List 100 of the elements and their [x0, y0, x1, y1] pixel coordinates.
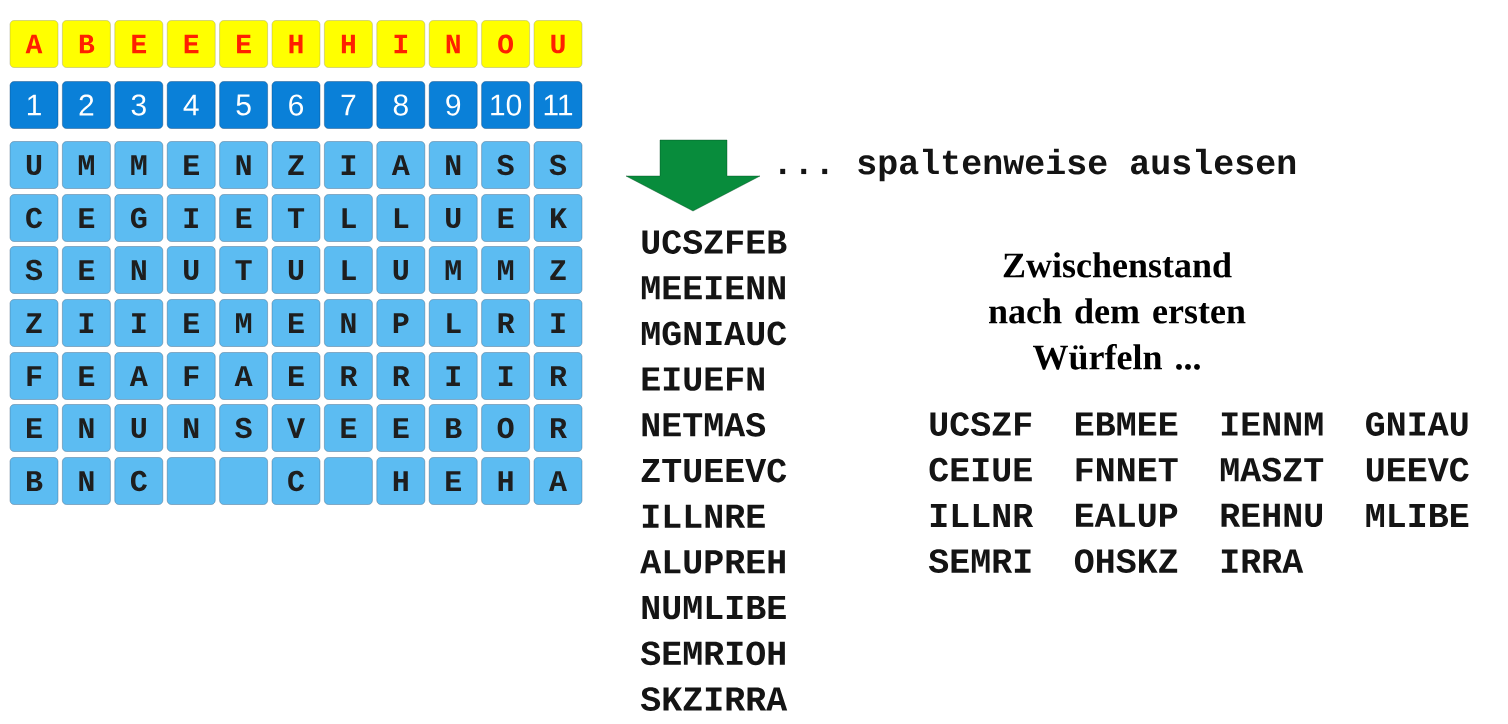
letter-group: MLIBE	[1366, 503, 1469, 527]
grid-cell: E	[9, 404, 59, 452]
grid-cell: E	[62, 352, 111, 400]
grid-cell: I	[429, 352, 478, 400]
column-sequence: SEMRIOH	[640, 641, 785, 666]
column-sequence: MEEIENN	[641, 276, 785, 300]
empty-cell	[167, 457, 216, 505]
column-sequence: ZTUEEVC	[641, 458, 787, 483]
grid-cell: V	[271, 404, 321, 452]
grid-cell: E	[481, 194, 530, 242]
column-sequence: EIUEFN	[642, 367, 764, 391]
column-number-cell: 9	[429, 81, 478, 129]
grid-cell: U	[9, 141, 59, 189]
key-letter-cell: O	[481, 20, 530, 68]
grid-cell: N	[62, 404, 111, 452]
grid-cell: A	[114, 352, 163, 400]
grid-cell: A	[376, 141, 425, 189]
grid-cell: H	[481, 457, 530, 505]
letter-group: UEEVC	[1366, 457, 1469, 482]
grid-cell: Z	[271, 141, 321, 189]
column-number-cell: 7	[324, 81, 373, 129]
grid-cell: N	[429, 141, 478, 189]
key-letter-cell: I	[376, 20, 425, 68]
grid-cell: L	[429, 299, 478, 347]
grid-cell: L	[376, 194, 425, 242]
column-number-cell: 4	[167, 81, 216, 129]
grid-cell: T	[219, 246, 268, 294]
column-number-cell: 6	[271, 81, 321, 129]
column-sequence: ILLNRE	[642, 504, 765, 528]
grid-cell: U	[114, 404, 163, 452]
letter-group: CEIUE	[929, 457, 1032, 482]
grid-cell: Z	[9, 299, 59, 347]
letter-group: IENNM	[1221, 412, 1323, 436]
grid-cell: C	[271, 457, 321, 505]
grid-cell: S	[481, 141, 530, 189]
grid-cell: A	[219, 352, 268, 400]
grid-cell: I	[62, 299, 111, 347]
grid-cell: A	[533, 457, 583, 505]
grid-cell: S	[533, 141, 583, 189]
grid-cell: S	[9, 246, 59, 294]
grid-cell: U	[271, 246, 321, 294]
grid-cell: T	[271, 194, 321, 242]
letter-group: EALUP	[1076, 503, 1178, 528]
grid-cell: S	[219, 404, 268, 452]
grid-cell: R	[533, 404, 583, 452]
grid-cell: M	[219, 299, 268, 347]
grid-cell: M	[429, 246, 478, 294]
letter-group: IRRA	[1221, 549, 1304, 573]
grid-cell: E	[62, 194, 111, 242]
column-sequence: NETMAS	[642, 412, 766, 437]
grid-cell: L	[324, 194, 373, 242]
column-number-cell: 2	[62, 81, 111, 129]
grid-cell: C	[9, 194, 59, 242]
grid-cell: E	[376, 404, 425, 452]
instruction-text: ... spaltenweise auslesen	[780, 148, 1296, 182]
letter-group: UCSZF	[930, 412, 1032, 436]
grid-cell: N	[324, 299, 373, 347]
column-number-cell: 3	[114, 81, 163, 129]
grid-cell: O	[481, 404, 530, 452]
column-sequence: NUMLIBE	[642, 595, 786, 620]
grid-cell: F	[167, 352, 216, 400]
empty-cell	[324, 457, 373, 505]
key-letter-cell: B	[62, 20, 111, 68]
empty-cell	[219, 457, 268, 505]
key-letter-cell: E	[167, 20, 216, 68]
grid-cell: H	[376, 457, 425, 505]
grid-cell: R	[481, 299, 530, 347]
grid-cell: N	[167, 404, 216, 452]
grid-cell: B	[429, 404, 478, 452]
grid-cell: R	[376, 352, 425, 400]
grid-cell: M	[62, 141, 111, 189]
grid-cell: U	[167, 246, 216, 294]
letter-group: SEMRI	[928, 549, 1031, 573]
grid-cell: C	[114, 457, 163, 505]
grid-cell: Z	[533, 246, 583, 294]
key-letter-cell: H	[271, 20, 321, 68]
grid-cell: N	[114, 246, 163, 294]
grid-cell: E	[62, 246, 111, 294]
grid-cell: E	[271, 352, 321, 400]
column-number-cell: 1	[9, 81, 59, 129]
key-letter-cell: A	[9, 20, 59, 68]
grid-cell: I	[324, 141, 373, 189]
column-sequence: ALUPREH	[640, 550, 785, 574]
grid-cell: K	[533, 194, 583, 242]
letter-group: EBMEE	[1076, 412, 1178, 436]
grid-cell: F	[9, 352, 59, 400]
key-letter-cell: U	[533, 20, 583, 68]
grid-cell: E	[429, 457, 478, 505]
key-letter-cell: N	[429, 20, 478, 68]
letter-group: REHNU	[1221, 503, 1322, 528]
grid-cell: I	[114, 299, 163, 347]
grid-cell: I	[533, 299, 583, 347]
letter-group: MASZT	[1220, 457, 1324, 482]
grid-cell: I	[481, 352, 530, 400]
column-sequence: MGNIAUC	[641, 321, 787, 346]
grid-cell: E	[167, 299, 216, 347]
column-sequence: SKZIRRA	[640, 687, 788, 711]
grid-cell: U	[429, 194, 478, 242]
column-number-cell: 8	[376, 81, 425, 129]
letter-group: ILLNR	[930, 503, 1034, 527]
